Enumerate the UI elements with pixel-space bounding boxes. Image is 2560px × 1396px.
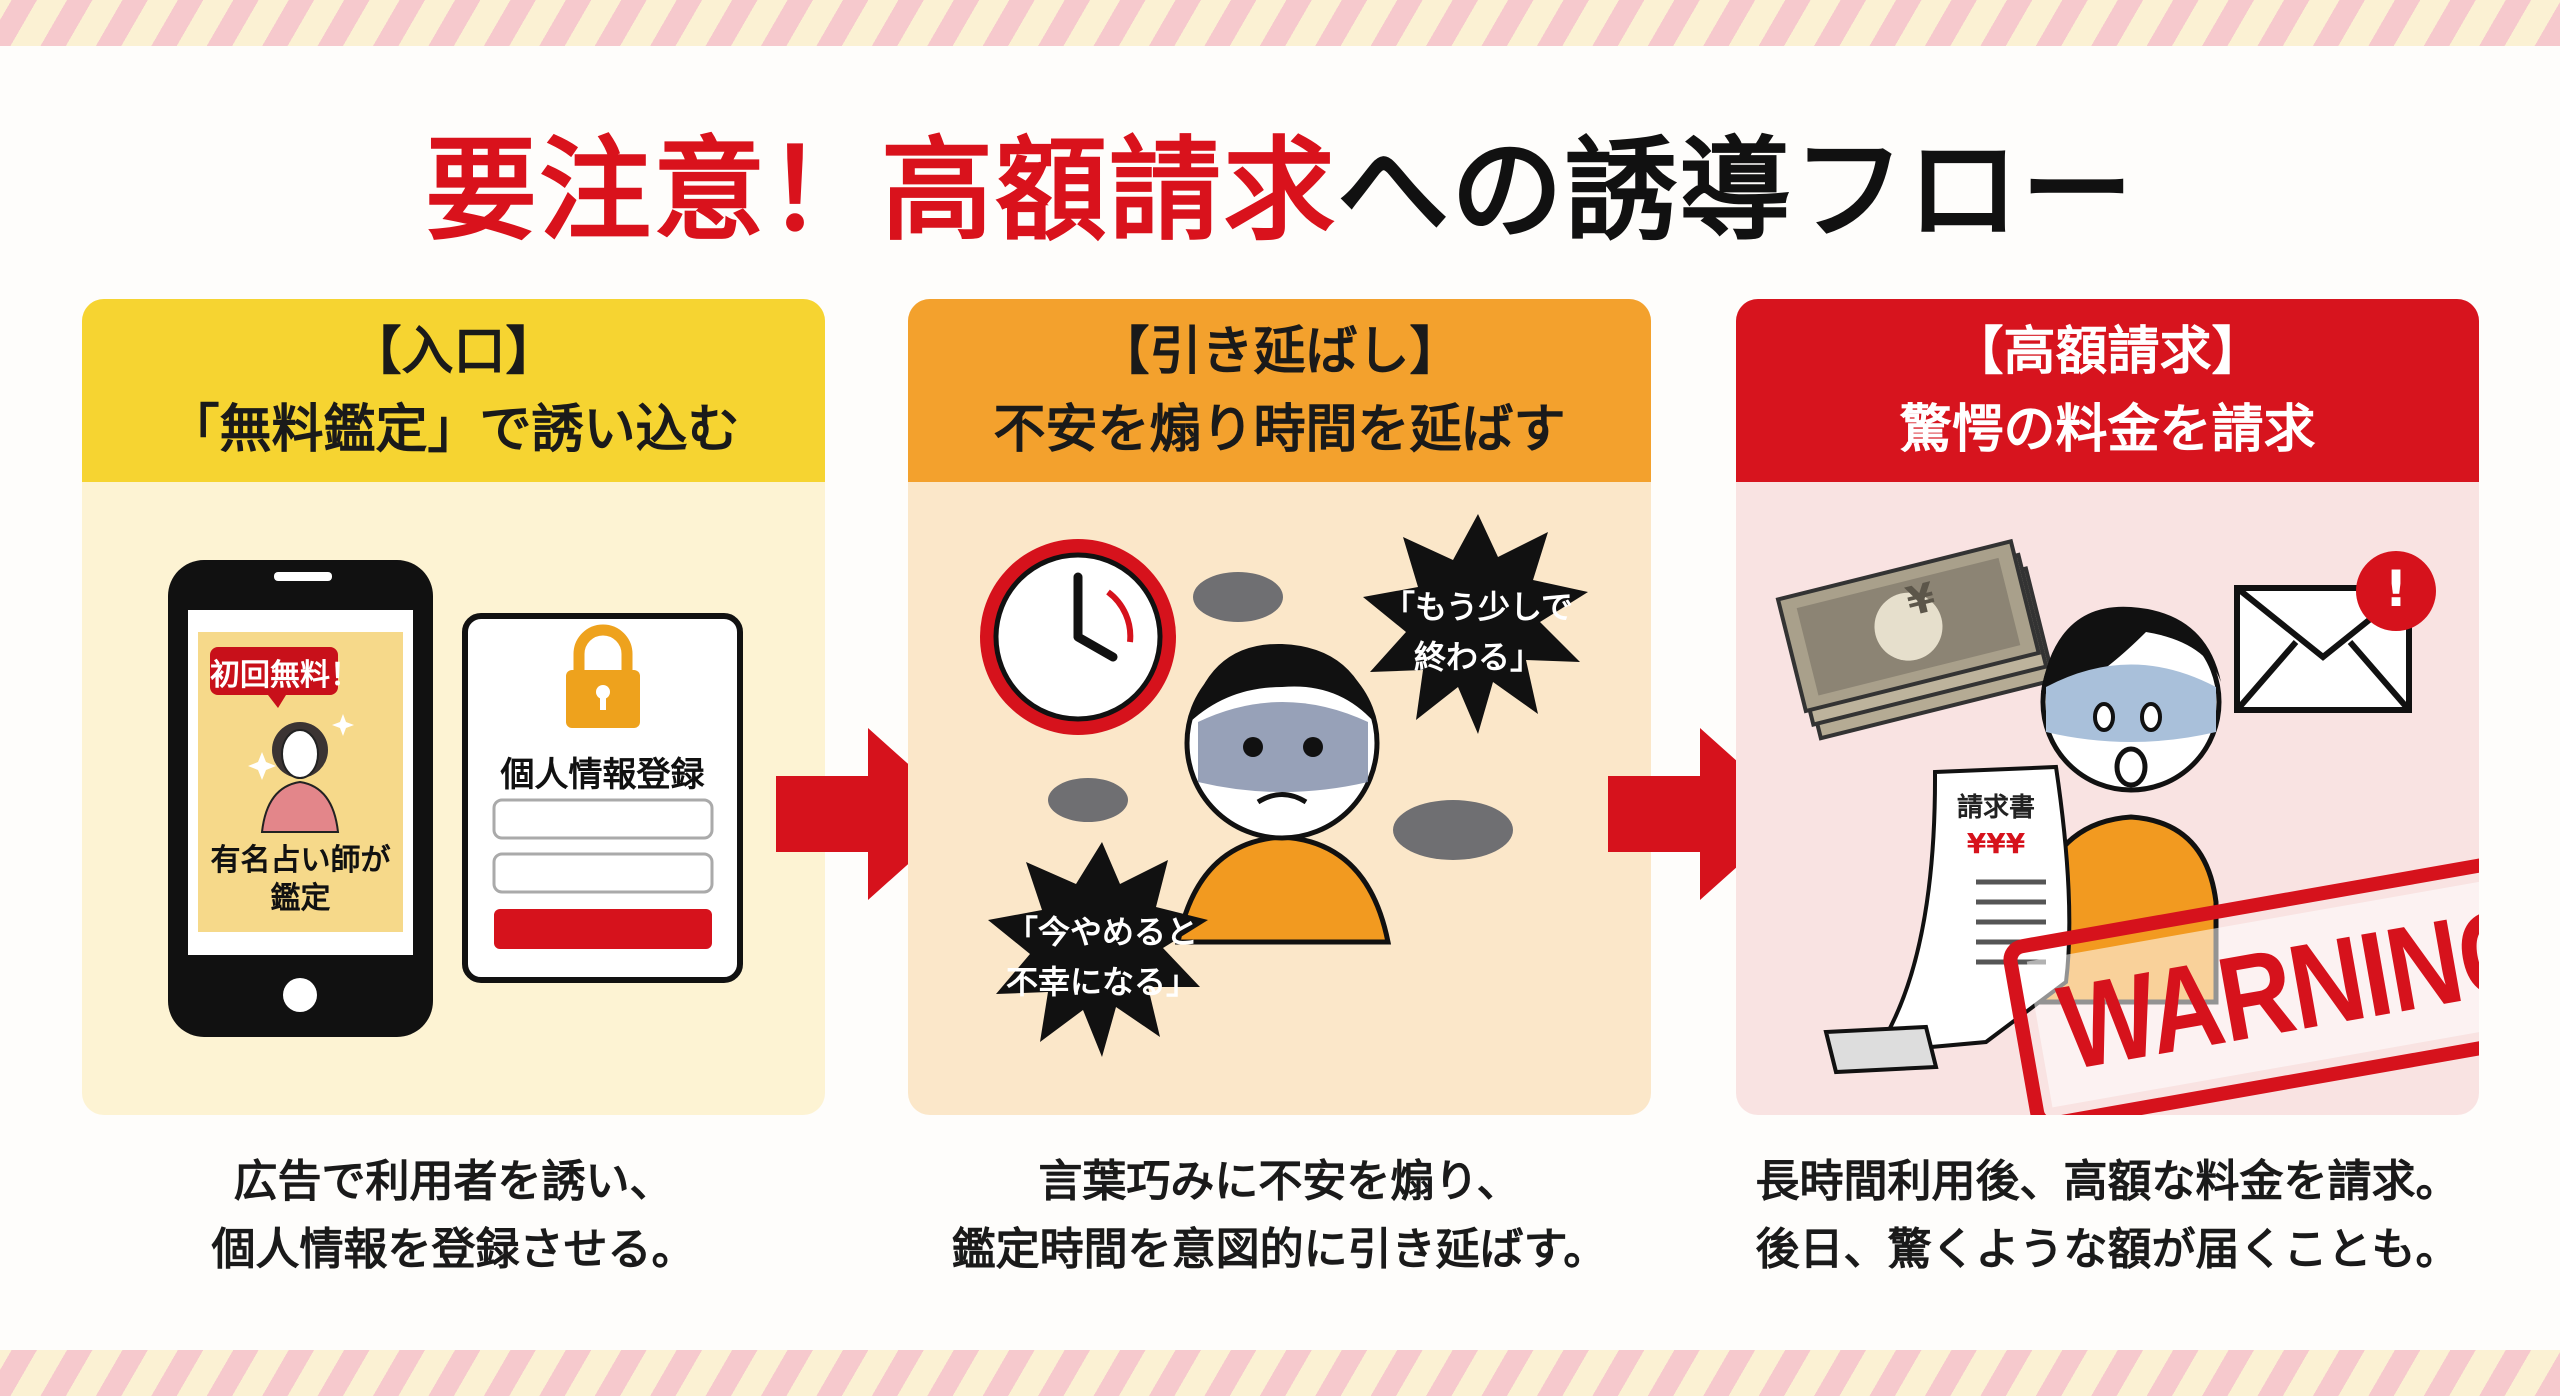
clock-icon bbox=[980, 539, 1176, 735]
cloud-icon bbox=[1048, 572, 1513, 860]
bubble-text: 「今やめると不幸になる」 bbox=[998, 907, 1206, 1007]
step-caption: 広告で利用者を誘い、個人情報を登録させる。 bbox=[82, 1148, 825, 1284]
form-title: 個人情報登録 bbox=[500, 755, 705, 795]
bubble-text: 「もう少しで終わる」 bbox=[1378, 582, 1578, 682]
page-title: 要注意！高額請求への誘導フロー bbox=[0, 100, 2560, 262]
caption-line: 広告で利用者を誘い、 bbox=[233, 1156, 674, 1207]
title-red: 要注意！高額請求 bbox=[425, 126, 1337, 256]
caption-line: 言葉巧みに不安を煽り、 bbox=[1038, 1156, 1521, 1207]
step-label: 【入口】 bbox=[349, 321, 558, 382]
step-card-entry: 【入口】 「無料鑑定」で誘い込む 初回無料！ 有名占い師が鑑定 個人情報登録 bbox=[82, 299, 825, 1115]
step-header: 【高額請求】 驚愕の料金を請求 bbox=[1736, 299, 2479, 482]
step-heading: 「無料鑑定」で誘い込む bbox=[167, 399, 740, 460]
bubble-line: 「もう少しで bbox=[1382, 588, 1574, 626]
form-field bbox=[492, 852, 714, 894]
bubble-line: 終わる」 bbox=[1413, 638, 1542, 676]
step-header: 【引き延ばし】 不安を煽り時間を延ばす bbox=[908, 299, 1651, 482]
phone-text-line: 有名占い師が bbox=[210, 843, 391, 878]
step-illustration: 初回無料！ 有名占い師が鑑定 個人情報登録 bbox=[82, 482, 825, 1115]
title-black: への誘導フロー bbox=[1337, 126, 2135, 256]
alert-mark: ! bbox=[2384, 560, 2408, 618]
top-stripe-border bbox=[0, 0, 2560, 46]
invoice-amount: ¥¥¥ bbox=[1966, 827, 2026, 860]
step-caption: 言葉巧みに不安を煽り、鑑定時間を意図的に引き延ばす。 bbox=[908, 1148, 1651, 1284]
worried-person-icon bbox=[1174, 643, 1392, 945]
step-card-billing: 【高額請求】 驚愕の料金を請求 bbox=[1736, 299, 2479, 1115]
step-header: 【入口】 「無料鑑定」で誘い込む bbox=[82, 299, 825, 482]
phone-text-line: 鑑定 bbox=[270, 881, 331, 916]
lock-icon bbox=[573, 624, 633, 672]
bubble-line: 「今やめると bbox=[1005, 913, 1198, 951]
invoice-title: 請求書 bbox=[1956, 793, 2035, 823]
speech-burst bbox=[988, 842, 1208, 1057]
caption-line: 長時間利用後、高額な料金を請求。 bbox=[1755, 1156, 2460, 1207]
free-badge-text: 初回無料！ bbox=[210, 658, 360, 693]
warning-stamp bbox=[2003, 855, 2479, 1115]
speech-burst bbox=[1363, 514, 1588, 734]
step-label: 【高額請求】 bbox=[1951, 321, 2264, 382]
arrow-right-icon bbox=[776, 728, 964, 900]
arrow-right-icon bbox=[1608, 728, 1796, 900]
caption-line: 後日、驚くような額が届くことも。 bbox=[1755, 1224, 2460, 1275]
step-caption: 長時間利用後、高額な料金を請求。後日、驚くような額が届くことも。 bbox=[1736, 1148, 2479, 1284]
step-illustration: 「もう少しで終わる」 「今やめると不幸になる」 bbox=[908, 482, 1651, 1115]
bottom-stripe-border bbox=[0, 1350, 2560, 1396]
step-heading: 驚愕の料金を請求 bbox=[1899, 399, 2316, 460]
phone-illustration bbox=[168, 560, 743, 1037]
form-field bbox=[492, 798, 714, 840]
phone-text: 有名占い師が鑑定 bbox=[198, 842, 403, 918]
alert-icon bbox=[2356, 551, 2436, 631]
bubble-line: 不幸になる」 bbox=[1005, 963, 1198, 1001]
step-illustration: ¥ ! 請求書 ¥¥¥ WARNING bbox=[1736, 482, 2479, 1115]
step-card-prolong: 【引き延ばし】 不安を煽り時間を延ばす 「もう少しで終わる」 「今やめると不幸に… bbox=[908, 299, 1651, 1115]
submit-bar bbox=[494, 909, 712, 949]
caption-line: 鑑定時間を意図的に引き延ばす。 bbox=[951, 1224, 1608, 1275]
step-label: 【引き延ばし】 bbox=[1097, 321, 1462, 382]
caption-line: 個人情報を登録させる。 bbox=[211, 1224, 696, 1275]
money-stack-icon bbox=[1775, 538, 2057, 741]
free-badge bbox=[210, 647, 338, 695]
step-heading: 不安を煽り時間を延ばす bbox=[993, 399, 1566, 460]
